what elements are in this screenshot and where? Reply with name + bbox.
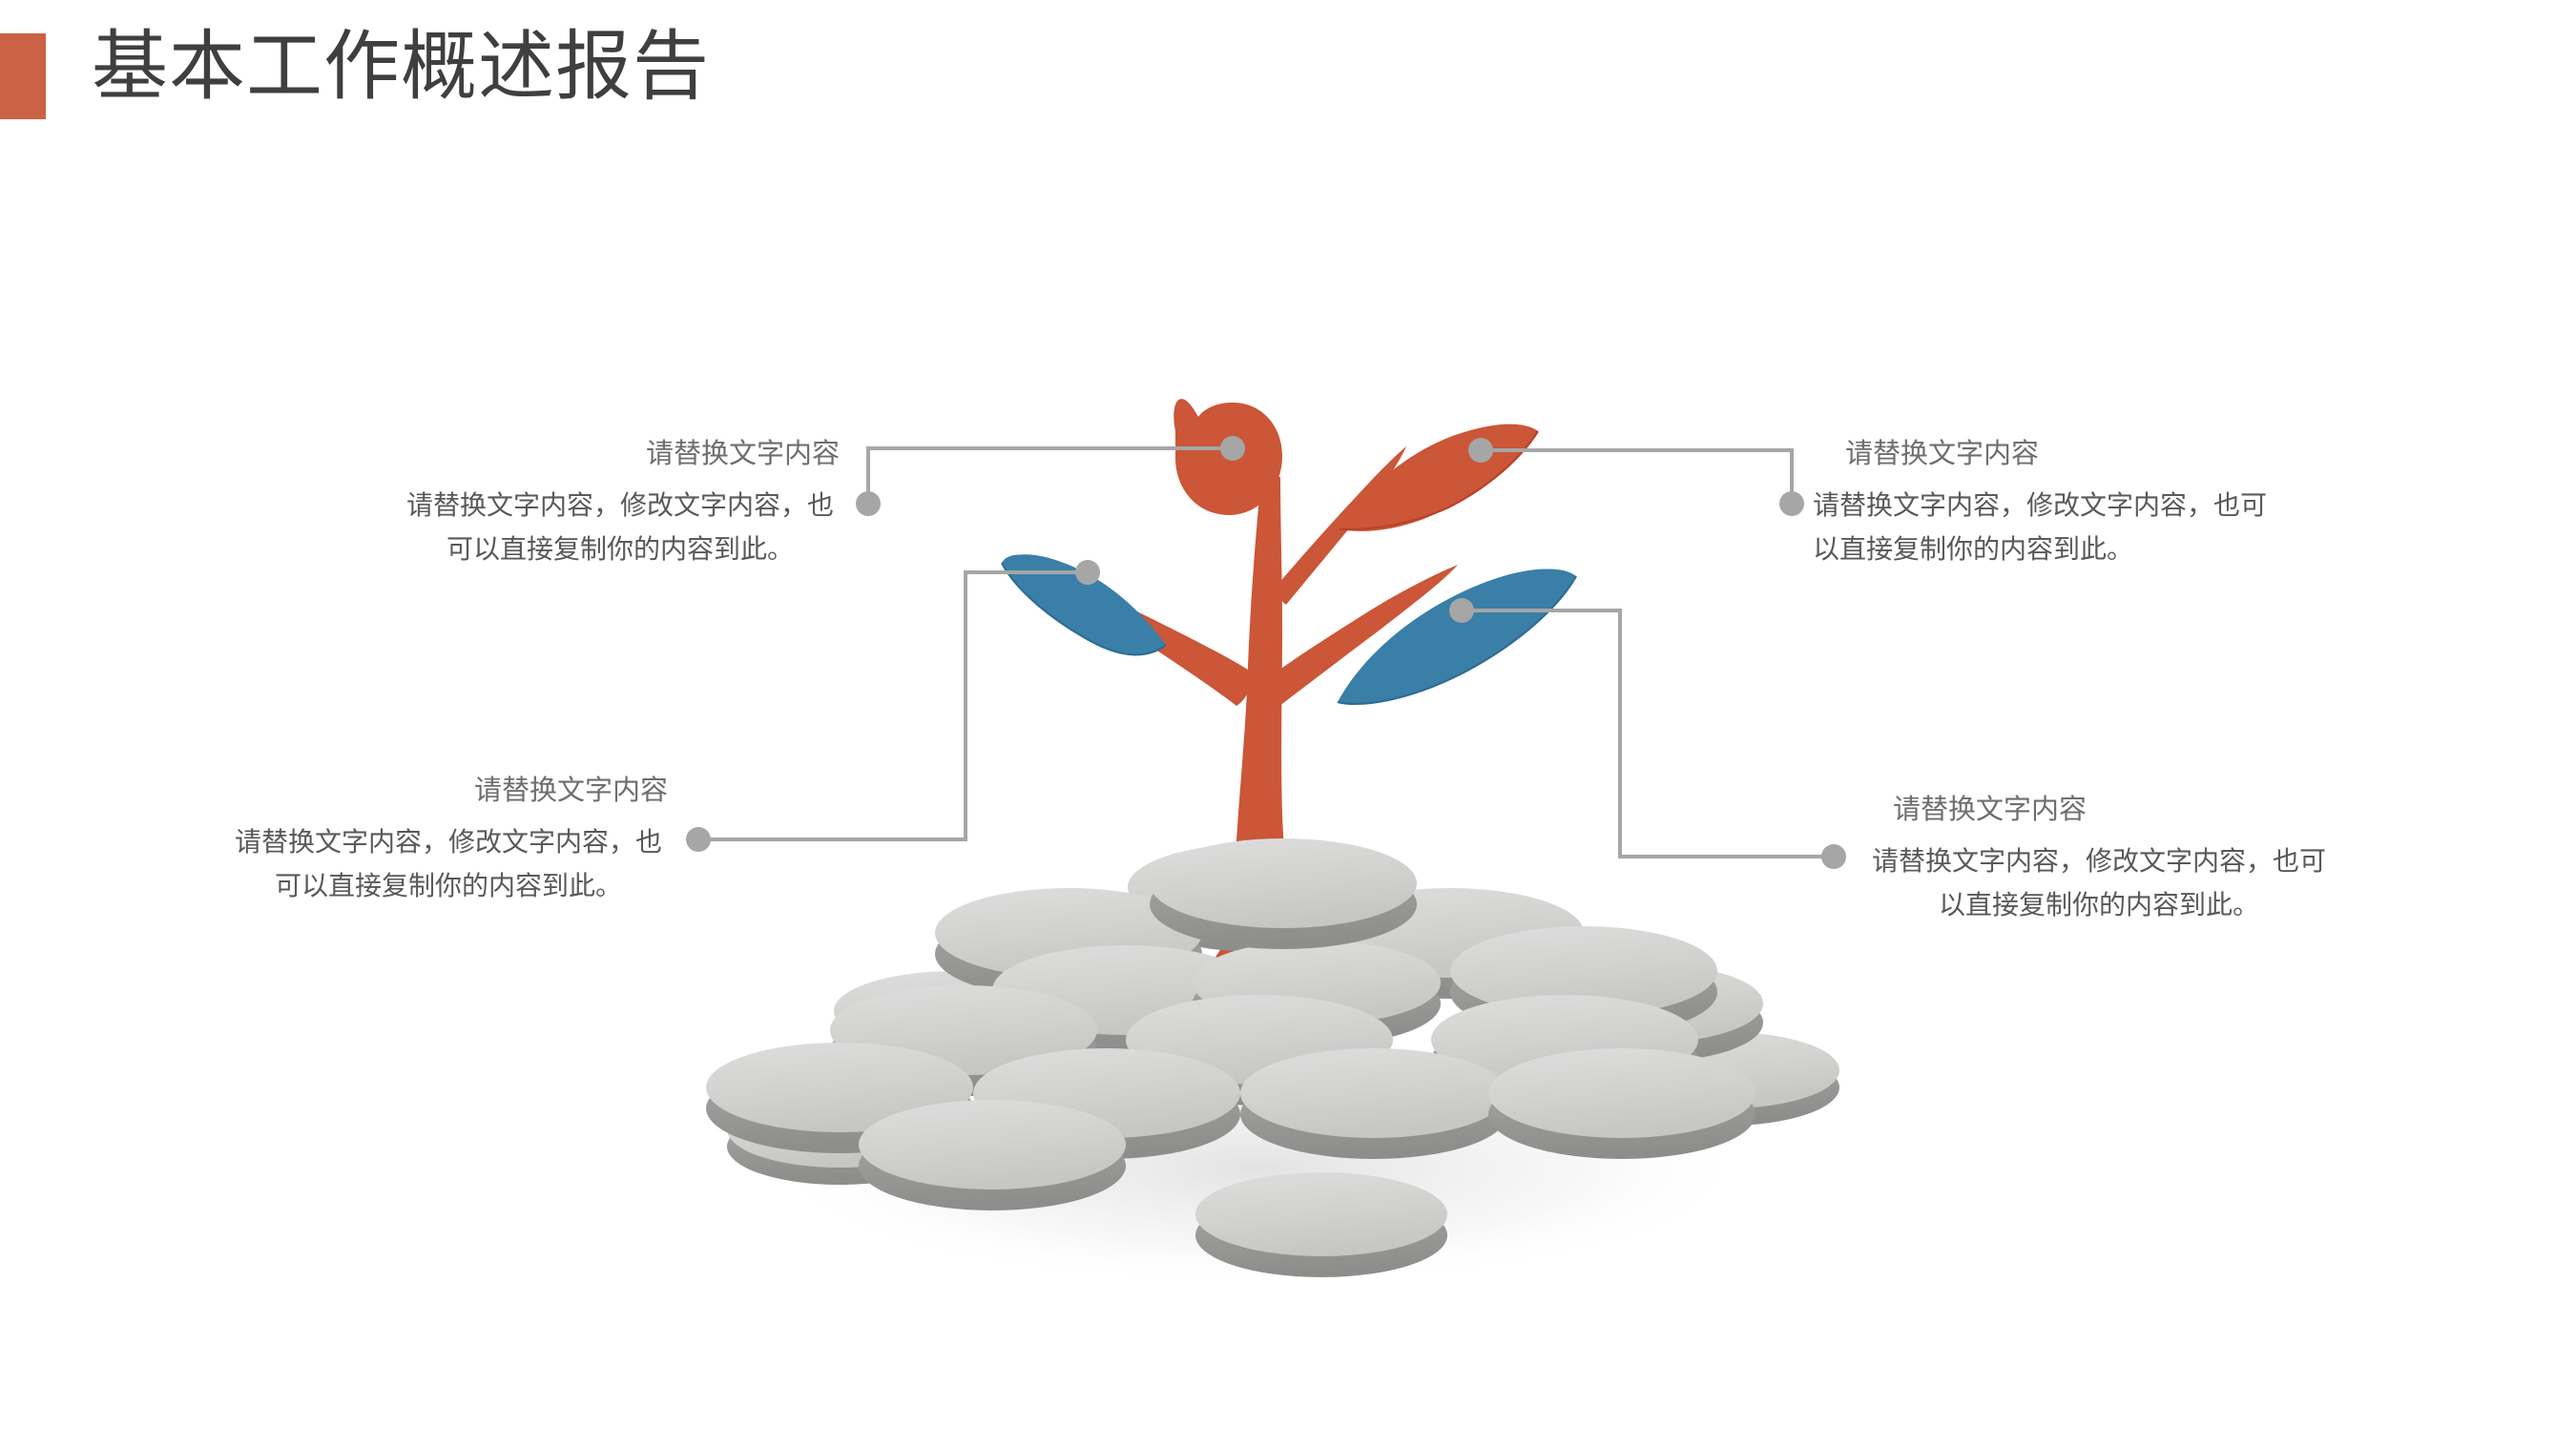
callout-bottom-left-heading: 请替换文字内容 [473, 776, 668, 806]
page-title: 基本工作概述报告 [92, 24, 710, 109]
connector-bottom-left [686, 560, 1100, 852]
connector-top-right [1468, 438, 1804, 516]
callout-top-left-body: 请替换文字内容，修改文字内容，也可以直接复制你的内容到此。 [405, 490, 834, 564]
coin-detached [1195, 1172, 1447, 1277]
leaf-blue-right [1337, 569, 1577, 705]
coin-top-under-trunk [1150, 838, 1417, 949]
connector-bottom-right [1449, 598, 1846, 869]
callout-bottom-left: 请替换文字内容 请替换文字内容，修改文字内容，也可以直接复制你的内容到此。 [229, 771, 668, 908]
callout-top-right-body: 请替换文字内容，修改文字内容，也可以直接复制你的内容到此。 [1813, 490, 2268, 564]
callout-top-right: 请替换文字内容 请替换文字内容，修改文字内容，也可以直接复制你的内容到此。 [1813, 434, 2290, 571]
connector-top-left [856, 436, 1245, 516]
callout-bottom-right: 请替换文字内容 请替换文字内容，修改文字内容，也可以直接复制你的内容到此。 [1860, 790, 2337, 927]
callout-top-right-heading: 请替换文字内容 [1845, 439, 2040, 469]
title-accent-bar [0, 33, 46, 119]
callout-bottom-right-body: 请替换文字内容，修改文字内容，也可以直接复制你的内容到此。 [1871, 846, 2326, 920]
callout-bottom-right-heading: 请替换文字内容 [1893, 795, 2088, 825]
callout-top-left: 请替换文字内容 请替换文字内容，修改文字内容，也可以直接复制你的内容到此。 [401, 434, 840, 571]
callout-top-left-heading: 请替换文字内容 [645, 439, 840, 469]
coin-stack [706, 838, 1839, 1277]
callout-bottom-left-body: 请替换文字内容，修改文字内容，也可以直接复制你的内容到此。 [234, 827, 662, 900]
